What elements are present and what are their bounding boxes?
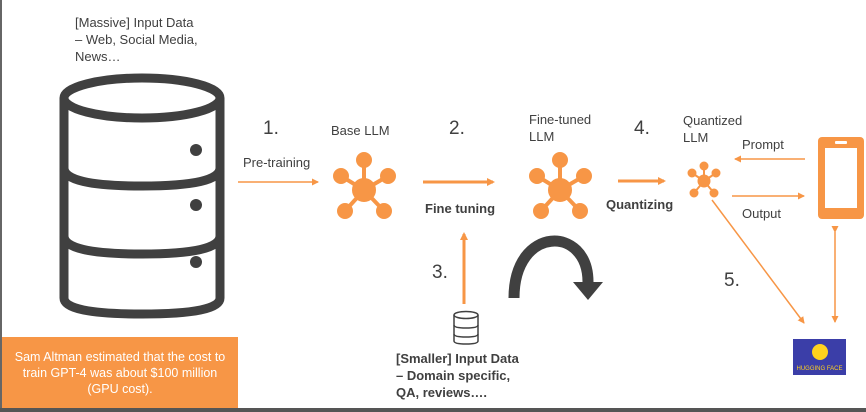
small-database-icon [453, 310, 479, 345]
quantizing-label: Quantizing [606, 197, 674, 212]
quantized-llm-label: Quantized LLM [683, 113, 743, 145]
step3-number: 3. [432, 262, 448, 283]
massive-data-label: [Massive] Input Data – Web, Social Media… [75, 15, 198, 64]
fine-tuning-label: Fine tuning [425, 201, 496, 216]
bottom-border [0, 408, 866, 412]
prompt-label: Prompt [742, 137, 784, 152]
pretraining-label: Pre-training [243, 155, 311, 170]
quantized-llm-icon [687, 161, 721, 198]
step1-number: 1. [263, 118, 279, 139]
left-border [0, 0, 2, 412]
hugging-face-logo-text: HUGGING FACE [796, 366, 843, 372]
step2-number: 2. [449, 118, 465, 139]
database-icon [59, 73, 225, 319]
cost-note-box: Sam Altman estimated that the cost to tr… [2, 337, 238, 409]
phone-icon [818, 137, 864, 219]
database-dots [190, 144, 202, 268]
hugging-face-logo: HUGGING FACE [793, 339, 846, 375]
output-label: Output [742, 206, 782, 221]
deploy-arrow [711, 199, 805, 324]
curved-cycle-arrow [508, 235, 603, 300]
base-llm-label: Base LLM [331, 123, 390, 138]
step4-number: 4. [634, 118, 650, 139]
finetuned-llm-icon [529, 152, 592, 219]
hugging-face-emoji-icon [812, 344, 828, 360]
cost-note-text: Sam Altman estimated that the cost to tr… [14, 350, 226, 396]
finetuned-llm-label: Fine-tuned LLM [529, 112, 592, 144]
base-llm-icon [333, 152, 396, 219]
step5-number: 5. [724, 270, 740, 291]
smaller-data-label: [Smaller] Input Data – Domain specific, … [396, 351, 519, 400]
